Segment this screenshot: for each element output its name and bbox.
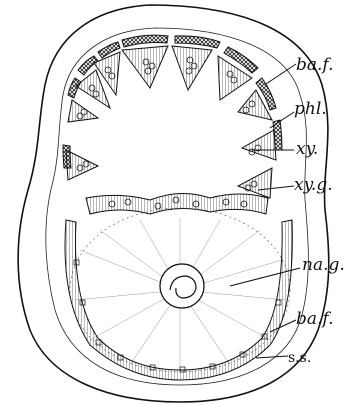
label-phloem: phl. (294, 99, 327, 119)
label-bast-fibres-top: ba.f. (296, 55, 334, 75)
label-sclerenchyma-sheath: s.s. (288, 350, 311, 366)
label-bast-fibres-bottom: ba.f. (296, 309, 334, 329)
label-nerve-ganglion: na.g. (302, 255, 345, 275)
label-xylem-girdle: xy.g. (294, 175, 333, 195)
vascular-bundles (66, 46, 276, 198)
label-xylem: xy. (296, 139, 318, 159)
ganglion-center (160, 264, 204, 308)
